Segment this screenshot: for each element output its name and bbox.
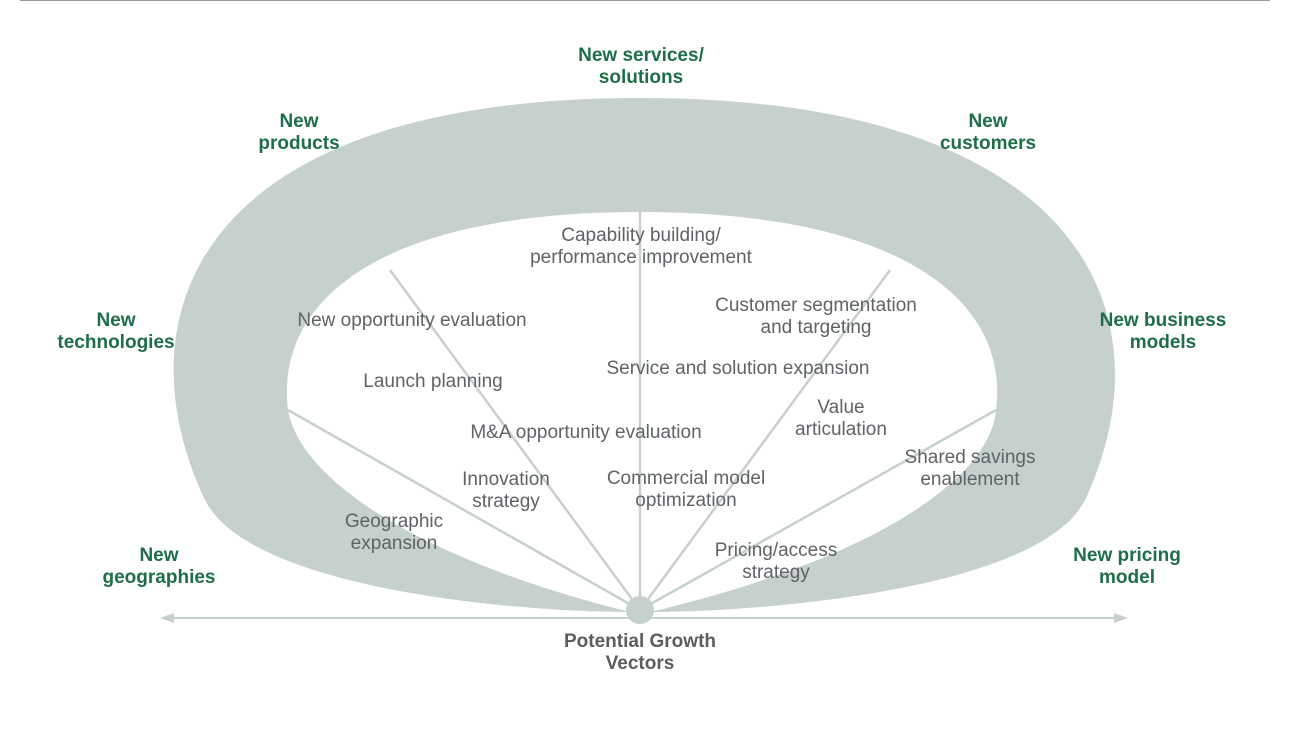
spoke-upper-right	[638, 269, 892, 611]
activity-label-line2: expansion	[350, 533, 438, 554]
spokes	[287, 212, 997, 612]
activity-label-line2: optimization	[635, 490, 737, 511]
spoke-lower-left	[287, 408, 641, 612]
vector-label-line1: New services/	[578, 45, 704, 66]
axis-arrow-right-icon	[1114, 613, 1128, 623]
vector-label-line1: New	[139, 545, 179, 566]
activity-label-line1: M&A opportunity evaluation	[470, 422, 702, 443]
outer-ring	[173, 98, 1115, 612]
activity-commercial-model-optimization: Commercial model optimization	[607, 468, 765, 512]
vector-label-line1: New	[96, 310, 136, 331]
vector-new-technologies: New technologies	[57, 310, 174, 354]
activity-label-line1: Commercial model	[606, 468, 766, 489]
activity-label-line1: Value	[817, 397, 865, 418]
vector-label-line2: technologies	[57, 332, 175, 353]
axis-arrow-left-icon	[160, 613, 174, 623]
activity-label-line1: Geographic	[344, 511, 444, 532]
vector-new-services: New services/ solutions	[578, 45, 704, 89]
activity-capability-building: Capability building/ performance improve…	[530, 225, 752, 269]
top-rule	[20, 0, 1270, 1]
vector-label-line2: models	[1129, 332, 1197, 353]
activity-label-line1: New opportunity evaluation	[297, 310, 527, 331]
activity-geographic-expansion: Geographic expansion	[345, 511, 443, 555]
activity-service-solution-expansion: Service and solution expansion	[606, 358, 869, 380]
spoke-upper-left	[388, 269, 642, 611]
activity-label-line1: Innovation	[462, 469, 550, 490]
activity-value-articulation: Value articulation	[795, 397, 887, 441]
activity-label-line1: Customer segmentation	[715, 295, 917, 316]
center-hub	[626, 596, 654, 624]
center-label-line1: Potential Growth	[564, 631, 716, 652]
vector-new-pricing-model: New pricing model	[1073, 545, 1181, 589]
vector-label-line2: products	[258, 133, 340, 154]
vector-label-line1: New business	[1099, 310, 1227, 331]
activity-customer-segmentation: Customer segmentation and targeting	[715, 295, 917, 339]
vector-label-line1: New	[279, 111, 319, 132]
spoke-lower-right	[639, 408, 997, 612]
vector-label-line2: customers	[939, 133, 1037, 154]
activity-innovation-strategy: Innovation strategy	[462, 469, 550, 513]
activity-pricing-access-strategy: Pricing/access strategy	[715, 540, 838, 584]
vector-new-geographies: New geographies	[103, 545, 216, 589]
vector-label-line1: New	[968, 111, 1008, 132]
vector-new-business-models: New business models	[1100, 310, 1227, 354]
center-label: Potential Growth Vectors	[564, 631, 716, 675]
activity-label-line1: Launch planning	[363, 371, 503, 392]
vector-new-customers: New customers	[940, 111, 1036, 155]
activity-label-line2: strategy	[472, 491, 540, 512]
activity-label-line1: Service and solution expansion	[606, 358, 870, 379]
activity-label-line2: enablement	[920, 469, 1020, 490]
activity-label-line1: Capability building/	[561, 225, 721, 246]
activity-label-line2: articulation	[795, 419, 887, 440]
activity-new-opportunity-evaluation: New opportunity evaluation	[297, 310, 526, 332]
activity-shared-savings-enablement: Shared savings enablement	[905, 447, 1036, 491]
activity-label-line1: Pricing/access	[714, 540, 838, 561]
activity-label-line1: Shared savings	[904, 447, 1036, 468]
activity-label-line2: performance improvement	[530, 247, 752, 268]
vector-label-line1: New pricing	[1073, 545, 1181, 566]
activity-ma-opportunity-evaluation: M&A opportunity evaluation	[470, 422, 701, 444]
activity-launch-planning: Launch planning	[363, 371, 502, 393]
activity-label-line2: and targeting	[760, 317, 872, 338]
activity-label-line2: strategy	[742, 562, 810, 583]
vector-label-line2: solutions	[598, 67, 684, 88]
vector-label-line2: geographies	[102, 567, 216, 588]
vector-new-products: New products	[258, 111, 339, 155]
vector-label-line2: model	[1099, 567, 1155, 588]
center-label-line2: Vectors	[605, 653, 675, 674]
